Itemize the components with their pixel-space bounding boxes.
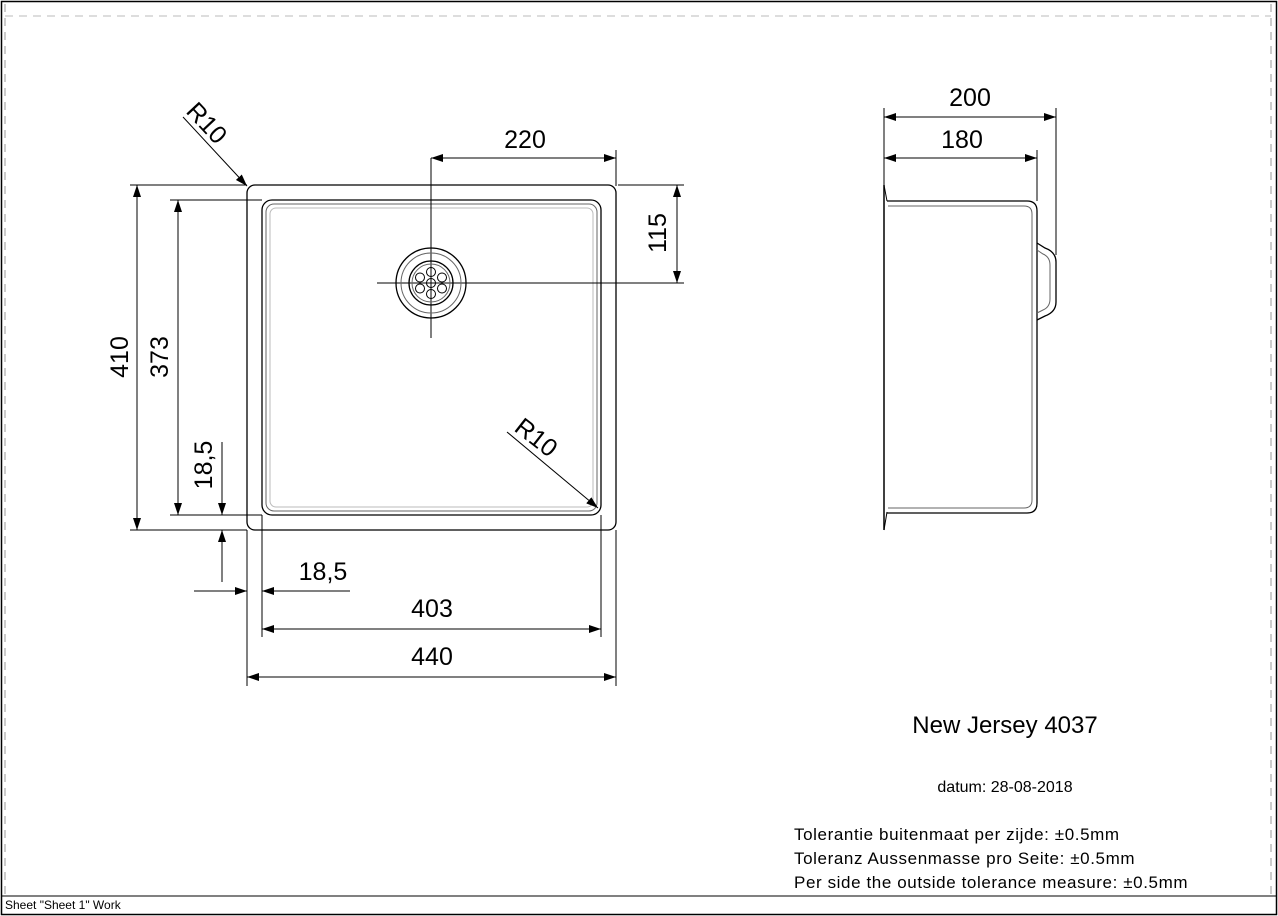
dim-label-220: 220	[504, 126, 546, 154]
side-drain-fitting	[1036, 242, 1057, 321]
dim-label-410: 410	[106, 336, 134, 378]
sheet-label: Sheet "Sheet 1" Work	[5, 898, 122, 912]
radius-label-inner: R10	[509, 413, 562, 463]
tolerance-dutch: Tolerantie buitenmaat per zijde: ±0.5mm	[794, 825, 1120, 844]
radius-label-top: R10	[181, 97, 233, 150]
dim-label-180: 180	[941, 126, 983, 154]
side-bowl-body	[887, 200, 1038, 514]
top-view: R10 R10 220 115 410 373 18,5 18,5	[106, 97, 684, 686]
dim-label-440: 440	[411, 643, 453, 671]
drain	[377, 158, 483, 338]
dim-label-18-5-horizontal: 18,5	[299, 558, 348, 586]
title-block: New Jersey 4037 datum: 28-08-2018 Tolera…	[794, 712, 1188, 892]
radius-leader-inner	[506, 431, 599, 509]
tolerance-german: Toleranz Aussenmasse pro Seite: ±0.5mm	[794, 849, 1135, 868]
dim-label-403: 403	[411, 595, 453, 623]
radius-leader-top	[182, 116, 248, 187]
dim-label-115: 115	[644, 213, 672, 253]
dim-label-373: 373	[146, 336, 174, 378]
product-name: New Jersey 4037	[912, 712, 1097, 739]
side-view: 200 180	[883, 84, 1057, 531]
dim-label-200: 200	[949, 84, 991, 112]
drawing-date: datum: 28-08-2018	[937, 779, 1072, 796]
dim-label-18-5-vertical: 18,5	[190, 441, 218, 490]
tolerance-english: Per side the outside tolerance measure: …	[794, 873, 1188, 892]
